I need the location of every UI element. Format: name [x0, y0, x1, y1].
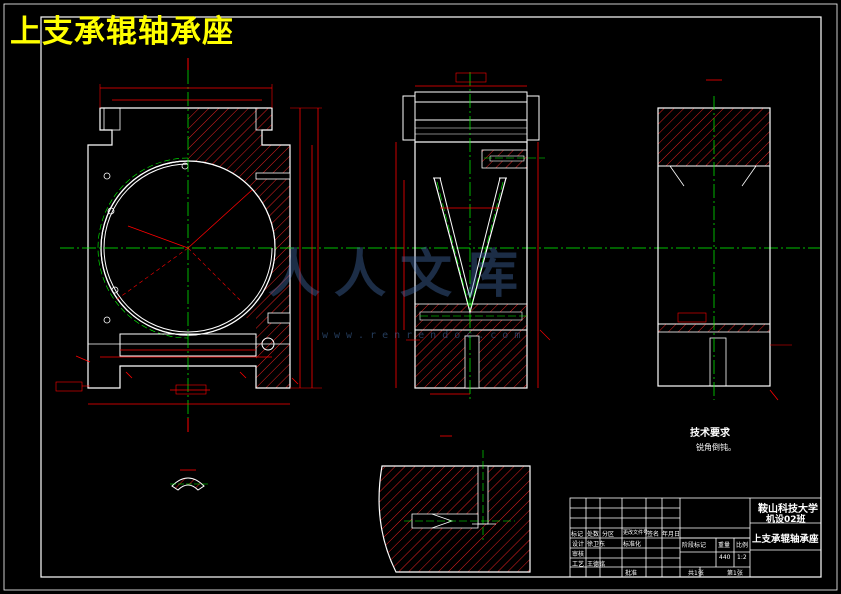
tech-requirements-item: 锐角倒钝。: [696, 443, 736, 452]
drawing-title: 上支承辊轴承座: [10, 14, 234, 50]
tech-requirements-heading: 技术要求: [690, 428, 730, 439]
detail-view-oil-hole: [378, 435, 531, 573]
detail-view-small: [170, 469, 210, 491]
tb-weight-label: 重量: [718, 542, 731, 549]
tb-reviewer-name: 王德铭: [587, 561, 606, 568]
side-top-cap: [402, 95, 540, 141]
tb-standard-label: 标准化: [623, 541, 642, 548]
front-view: [55, 58, 820, 432]
tb-check-label: 审核: [572, 551, 585, 558]
tb-scale-value: 1:2: [737, 554, 747, 561]
inner-frame: [40, 16, 822, 578]
watermark-text: 人人文库: [268, 245, 533, 305]
tb-header-date: 年月日: [662, 531, 681, 538]
tb-header-mark: 标记: [571, 531, 584, 538]
watermark-url: www.renrendoc.com: [322, 330, 527, 341]
liner-arc: [103, 163, 273, 333]
tb-approve-label: 批准: [625, 570, 638, 577]
outer-frame: [3, 3, 838, 591]
side-section-view: [395, 72, 551, 400]
tb-sheets-total: 共1张: [688, 570, 704, 577]
tb-sheet-no: 第1张: [727, 570, 743, 577]
tb-header-change: 更改文件号: [623, 530, 649, 536]
title-block: [569, 497, 822, 578]
tb-class: 机设02班: [766, 515, 806, 525]
tb-weight-value: 440: [719, 554, 731, 561]
tb-header-zone: 分区: [602, 531, 615, 538]
tb-stage-label: 阶段标记: [682, 542, 707, 549]
tb-header-count: 处数: [587, 531, 600, 538]
tb-school: 鞍山科技大学: [758, 504, 818, 515]
tb-header-sign: 签名: [647, 531, 660, 538]
tb-designer-name: 徐卫东: [587, 541, 606, 548]
v-oil-channel: [433, 177, 507, 315]
tb-process-label: 工艺: [572, 561, 585, 568]
front-pin-hole: [261, 337, 275, 351]
tb-designer-label: 设计: [572, 541, 585, 548]
tb-scale-label: 比例: [736, 542, 749, 549]
right-side-view: [657, 79, 792, 401]
tb-part-name: 上支承辊轴承座: [752, 534, 819, 545]
